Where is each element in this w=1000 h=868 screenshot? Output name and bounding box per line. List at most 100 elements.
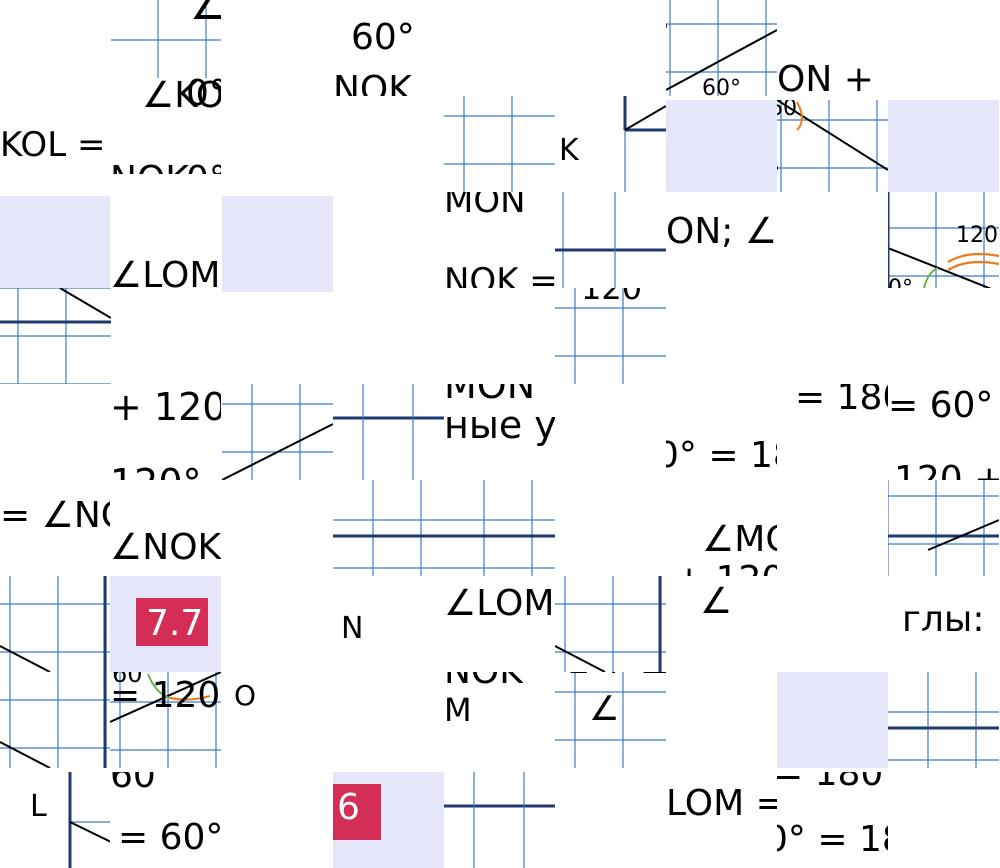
tile-diagram (666, 0, 777, 96)
tile-text: O (234, 679, 257, 712)
puzzle-tile[interactable]: = 180 (777, 192, 888, 288)
tile-diagram (0, 672, 111, 768)
puzzle-tile[interactable]: LOM = (666, 772, 777, 868)
tile-text: 0° (186, 78, 221, 114)
puzzle-tile[interactable]: = 60° +120 + 60° (888, 384, 999, 480)
tile-text: ON + ∠ (777, 59, 888, 100)
puzzle-tile[interactable]: ON; ∠I (666, 192, 777, 288)
tile-text: ON; ∠I (666, 211, 777, 252)
puzzle-tile[interactable]: ∠NOK = 60° (110, 480, 221, 576)
tile-text: ∠LOM = (444, 583, 555, 624)
puzzle-tile[interactable] (444, 0, 555, 96)
tile-text: = 180 (795, 384, 888, 418)
tile-text: 60° (110, 772, 174, 796)
puzzle-tile[interactable] (777, 672, 888, 768)
puzzle-tile[interactable] (555, 0, 666, 96)
tile-text: 120° (110, 464, 202, 480)
tile-text: ∠ (700, 581, 733, 622)
puzzle-tile[interactable] (888, 0, 999, 96)
puzzle-tile[interactable] (666, 100, 777, 196)
puzzle-tile[interactable] (888, 672, 999, 768)
puzzle-tile[interactable]: ∠MC+ 120 (666, 480, 777, 576)
tile-diagram (555, 288, 666, 384)
puzzle-tile[interactable]: 0° = 180° (666, 384, 777, 480)
puzzle-tile[interactable]: ON + ∠ (777, 18, 888, 114)
puzzle-tile[interactable] (0, 288, 111, 384)
puzzle-tile[interactable]: 120 (555, 288, 666, 384)
puzzle-tile[interactable] (555, 576, 666, 672)
tile-diagram (110, 672, 221, 768)
tile-diagram (444, 480, 555, 576)
puzzle-tile[interactable] (444, 96, 555, 192)
puzzle-tile[interactable]: + 120° 120° (110, 384, 221, 480)
puzzle-tile[interactable] (222, 96, 333, 192)
puzzle-tile[interactable] (0, 196, 111, 292)
puzzle-tile[interactable] (0, 576, 111, 672)
tile-diagram (68, 772, 111, 868)
puzzle-tile[interactable]: ° 60° (666, 0, 777, 96)
tile-text: ∠LOM (110, 255, 221, 289)
puzzle-tile[interactable]: ∠LOM= ∠MC (110, 192, 221, 288)
tile-text: N (341, 611, 364, 646)
puzzle-tile[interactable]: 6 (333, 772, 444, 868)
tile-text: MON (444, 192, 526, 221)
puzzle-tile[interactable] (0, 0, 111, 96)
puzzle-tile[interactable]: N (333, 576, 444, 672)
tile-diagram (888, 480, 999, 576)
tile-text: + 120° (110, 385, 221, 429)
tile-text: 60° (351, 17, 415, 58)
puzzle-tile[interactable]: = 180 (777, 384, 888, 480)
tile-text: 120 (956, 223, 998, 248)
puzzle-tile[interactable]: O120 (222, 672, 333, 768)
tile-text: 60° (702, 76, 741, 97)
puzzle-tile[interactable]: = ∠NO (0, 480, 111, 576)
puzzle-tile[interactable]: ∠ (666, 576, 777, 672)
puzzle-tile[interactable]: K.Рав (222, 196, 333, 292)
puzzle-tile[interactable]: 60° (777, 100, 888, 196)
puzzle-tile[interactable]: ∠L + ∠= 60° (555, 672, 666, 768)
puzzle-tile[interactable] (444, 772, 555, 868)
puzzle-tile[interactable] (555, 480, 666, 576)
puzzle-tile[interactable]: ∠LOM = (444, 576, 555, 672)
puzzle-tile[interactable] (222, 384, 333, 480)
tile-text: = 60° (118, 817, 221, 858)
puzzle-tile[interactable] (0, 672, 111, 768)
puzzle-tile[interactable] (444, 480, 555, 576)
tile-text: L (30, 789, 47, 824)
tile-diagram (555, 672, 666, 768)
tile-text: NOK (110, 162, 189, 175)
puzzle-tile[interactable] (888, 480, 999, 576)
puzzle-tile[interactable]: L (0, 772, 111, 868)
puzzle-tile[interactable]: 60° NOK (333, 0, 444, 96)
tile-text: 6 (337, 787, 360, 828)
puzzle-tile[interactable] (333, 480, 444, 576)
tile-text: KOL = (0, 125, 106, 165)
puzzle-tile[interactable] (555, 192, 666, 288)
puzzle-tile[interactable]: NOK30°M (444, 672, 555, 768)
tile-text: ° (666, 22, 669, 44)
tile-diagram (888, 672, 999, 768)
puzzle-tile[interactable] (333, 384, 444, 480)
puzzle-tile[interactable] (888, 100, 999, 196)
tile-diagram (555, 576, 666, 672)
tile-text: 7.7 (146, 603, 204, 644)
puzzle-tile[interactable]: = 120°60° (110, 672, 221, 768)
puzzle-tile[interactable]: = 1800° = 18 (777, 772, 888, 868)
tile-diagram (555, 192, 666, 288)
puzzle-tile[interactable]: 60° = 60° (110, 772, 221, 868)
puzzle-tile[interactable]: глы: ∠ (888, 576, 999, 672)
tile-text: 120 + 60° (894, 459, 999, 481)
puzzle-tile[interactable]: 7.7L + ∠ (110, 576, 221, 672)
tile-diagram (222, 384, 333, 480)
puzzle-tile[interactable]: ∠KO0°NOK0° (110, 78, 221, 174)
tile-text: = ∠NO (0, 495, 111, 536)
puzzle-tile[interactable]: KOL = (0, 100, 111, 196)
tile-text: + 120 (674, 562, 777, 577)
tile-diagram (888, 192, 999, 288)
tile-text: NOK (333, 69, 412, 97)
puzzle-tile[interactable]: K (555, 96, 666, 192)
tile-diagram (444, 772, 555, 868)
